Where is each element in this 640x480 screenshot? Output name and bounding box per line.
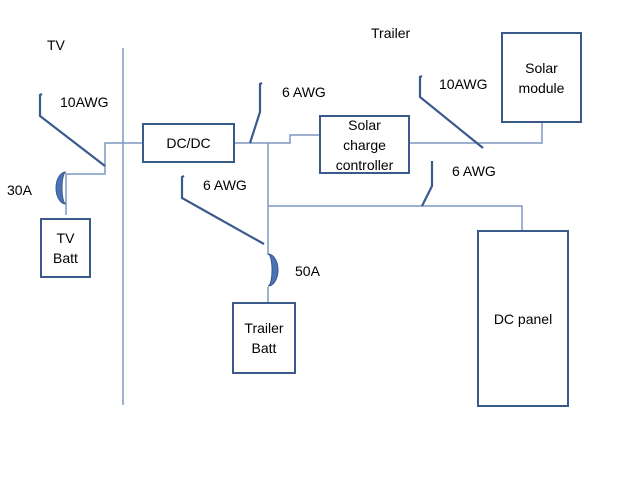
gauge-marker-dcdc [248, 82, 263, 144]
label-fuse-trailer: 50A [295, 263, 320, 279]
section-label-tv: TV [47, 37, 65, 53]
label-wire-dcdc-out: 6 AWG [282, 84, 326, 100]
gauge-marker-tv [38, 93, 106, 167]
gauge-marker-solar [418, 75, 484, 149]
dc-panel: DC panel [477, 230, 569, 407]
gauge-marker-dc-panel [421, 161, 434, 207]
wire-controller-to-solar [410, 123, 543, 144]
label-wire-trailer-batt: 6 AWG [203, 177, 247, 193]
gauge-marker-trailer-batt [180, 175, 265, 245]
label-wire-tv: 10AWG [60, 94, 109, 110]
label-wire-solar: 10AWG [439, 76, 488, 92]
section-label-trailer: Trailer [371, 25, 411, 41]
wire-dcdc-to-controller [235, 134, 320, 144]
wire-tv-batt-to-dcdc [65, 142, 143, 215]
label-fuse-tv: 30A [7, 182, 32, 198]
label-wire-dc-panel: 6 AWG [452, 163, 496, 179]
dcdc-converter: DC/DC [142, 123, 235, 163]
fuse-30a [55, 171, 67, 205]
wire-bus-to-dc-panel [268, 205, 523, 231]
fuse-50a [267, 253, 279, 287]
